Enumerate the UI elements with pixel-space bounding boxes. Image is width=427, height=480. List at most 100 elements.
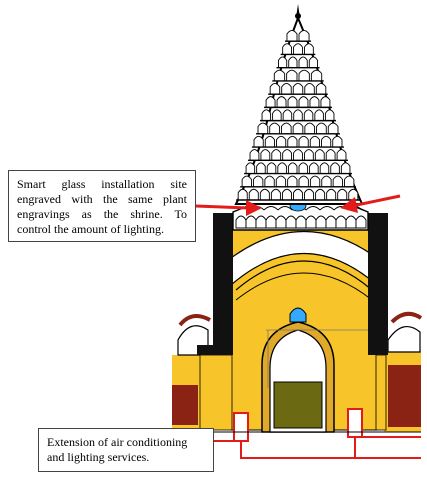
dome-tile (344, 175, 355, 188)
dome-tile (269, 122, 280, 135)
red-arrow-right-icon (340, 194, 401, 213)
dome-tile (298, 162, 309, 174)
dome-tile (293, 109, 303, 122)
dome-tile (309, 162, 319, 174)
dome-tile (282, 109, 293, 122)
dome-tile (256, 162, 266, 174)
drum-tile (325, 215, 337, 229)
drum-tile (245, 215, 257, 229)
dome-tile (259, 188, 270, 201)
dome-tile (304, 122, 316, 135)
drum-arch (305, 206, 321, 211)
dome-tile (319, 162, 330, 174)
dome-tile (282, 43, 293, 55)
drum-engraving-tiles (235, 206, 367, 229)
dome-tile (293, 149, 303, 161)
dome-tile (269, 82, 281, 95)
service-box-right (347, 408, 363, 438)
dome-tile-rows (236, 30, 360, 201)
service-box-left (233, 412, 249, 442)
dome-tile (273, 69, 286, 82)
dome-tile (308, 56, 319, 69)
dome-tile (315, 188, 326, 201)
dome-tile (271, 149, 282, 161)
dome-tile (309, 175, 321, 188)
dome-tile (241, 175, 252, 188)
drum-tile (355, 215, 367, 229)
dome-tile (264, 135, 275, 148)
drum-tile (285, 215, 297, 229)
dome-tile (248, 188, 259, 201)
dome-tile (293, 43, 303, 55)
dome-tile (303, 43, 314, 55)
dome-tile (304, 188, 315, 201)
dome-tile (293, 188, 303, 201)
dome-tile (276, 135, 287, 148)
dome-tile (324, 109, 335, 122)
dome-tile (281, 82, 292, 95)
drum-tile (315, 215, 327, 229)
right-wing (384, 311, 423, 432)
dome-tile (332, 135, 343, 148)
drum-tile (255, 215, 267, 229)
dome-tile (298, 56, 308, 69)
dome-tile (260, 149, 271, 161)
red-arrow-left-icon (195, 200, 262, 216)
dome-tile (310, 69, 323, 82)
dome-tile (253, 135, 264, 148)
dome-tile (277, 162, 287, 174)
dome-tile (298, 30, 310, 42)
drum-tile (235, 215, 247, 229)
dome-tile (304, 82, 315, 95)
dome-tile (282, 149, 293, 161)
dome-tile (249, 149, 260, 161)
left-wing (172, 314, 211, 430)
dome-drum (232, 196, 369, 231)
dome-tile (325, 149, 336, 161)
drum-tile (335, 215, 347, 229)
dome-tile (266, 162, 277, 174)
dome-tile (287, 96, 298, 108)
dome-tile (336, 149, 347, 161)
dome-tile (287, 175, 298, 188)
drum-tile (265, 215, 277, 229)
pier-left (197, 213, 233, 355)
dome-tile (330, 162, 340, 174)
dome-tile (265, 96, 276, 108)
dome-tile (270, 188, 281, 201)
dome-tile (280, 122, 292, 135)
conical-dome (234, 4, 364, 205)
dome-tile (309, 135, 320, 148)
dome-tile (298, 135, 309, 148)
dome-tile (314, 149, 325, 161)
dome-tile (277, 56, 288, 69)
dome-tile (261, 109, 272, 122)
services-callout: Extension of air conditioning and lighti… (38, 428, 214, 472)
dome-tile (245, 162, 256, 174)
dome-tile (264, 175, 275, 188)
dome-tile (257, 122, 269, 135)
dome-tile (298, 69, 310, 82)
service-lines (214, 408, 421, 459)
dome-tile (303, 109, 314, 122)
dome-tile (348, 188, 359, 201)
dome-tile (316, 122, 327, 135)
dome-tile (292, 122, 304, 135)
dome-tile (309, 96, 320, 108)
dome-tile (314, 109, 324, 122)
dome-tile (288, 56, 298, 69)
dome-tile (286, 30, 298, 42)
dome-tile (321, 175, 332, 188)
dome-tile (253, 175, 264, 188)
dome-tile (340, 162, 351, 174)
dome-tile (326, 188, 337, 201)
pier-right (368, 213, 388, 355)
dome-tile (276, 96, 287, 108)
smart-glass-callout: Smart glass installation site engraved w… (8, 170, 196, 242)
dome-tile (320, 96, 331, 108)
drum-tile (295, 215, 307, 229)
dome-tile (303, 149, 314, 161)
drum-arch (319, 206, 335, 211)
